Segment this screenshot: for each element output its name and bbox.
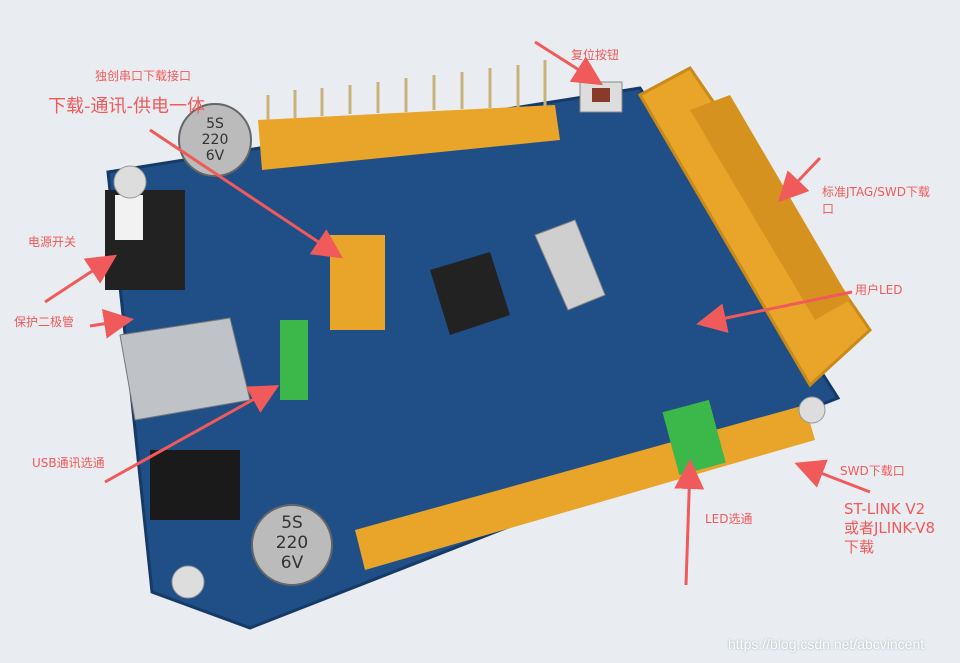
label-stlink: ST-LINK V2 或者JLINK-V8 下载 <box>844 500 935 557</box>
top-pin-header <box>258 60 560 170</box>
label-usb-select: USB通讯选通 <box>32 456 105 470</box>
label-stlink-line2: 或者JLINK-V8 <box>844 519 936 537</box>
label-diode: 保护二极管 <box>14 315 75 329</box>
label-swd: SWD下载口 <box>840 464 905 478</box>
mounting-hole <box>171 565 205 599</box>
capacitor-bottom: 5S 220 6V <box>251 504 333 586</box>
svg-text:6V: 6V <box>206 148 225 164</box>
annotation-arrows <box>44 40 871 586</box>
label-jtag-line1: 标准JTAG/SWD下载 <box>822 185 931 199</box>
label-stlink-line1: ST-LINK V2 <box>844 500 926 518</box>
svg-text:220: 220 <box>202 132 229 148</box>
label-reset: 复位按钮 <box>571 48 620 62</box>
svg-text:220: 220 <box>276 533 308 553</box>
svg-text:5S: 5S <box>281 513 303 533</box>
capacitor-top: 5S 220 6V <box>178 103 252 177</box>
svg-text:6V: 6V <box>281 553 304 573</box>
mounting-hole <box>798 396 826 424</box>
label-serial-title: 独创串口下载接口 <box>95 69 192 83</box>
usb-jumper <box>280 320 308 400</box>
mcu-chip <box>430 252 510 335</box>
watermark: https://blog.csdn.net/abcvincent <box>728 636 925 652</box>
led-jumper <box>662 399 726 476</box>
voltage-regulator <box>150 450 240 520</box>
mounting-hole <box>113 165 147 199</box>
label-power-switch: 电源开关 <box>28 235 77 249</box>
label-led-select: LED选通 <box>705 512 753 526</box>
label-user-led: 用户LED <box>855 283 903 297</box>
label-stlink-line3: 下载 <box>844 538 875 556</box>
label-jtag: 标准JTAG/SWD下载 口 <box>822 184 930 218</box>
boot-header <box>330 235 385 330</box>
label-jtag-line2: 口 <box>822 202 835 216</box>
label-serial-sub: 下载-通讯-供电一体 <box>48 96 205 117</box>
cap-marking: 5S <box>206 116 224 132</box>
crystal <box>534 219 606 311</box>
